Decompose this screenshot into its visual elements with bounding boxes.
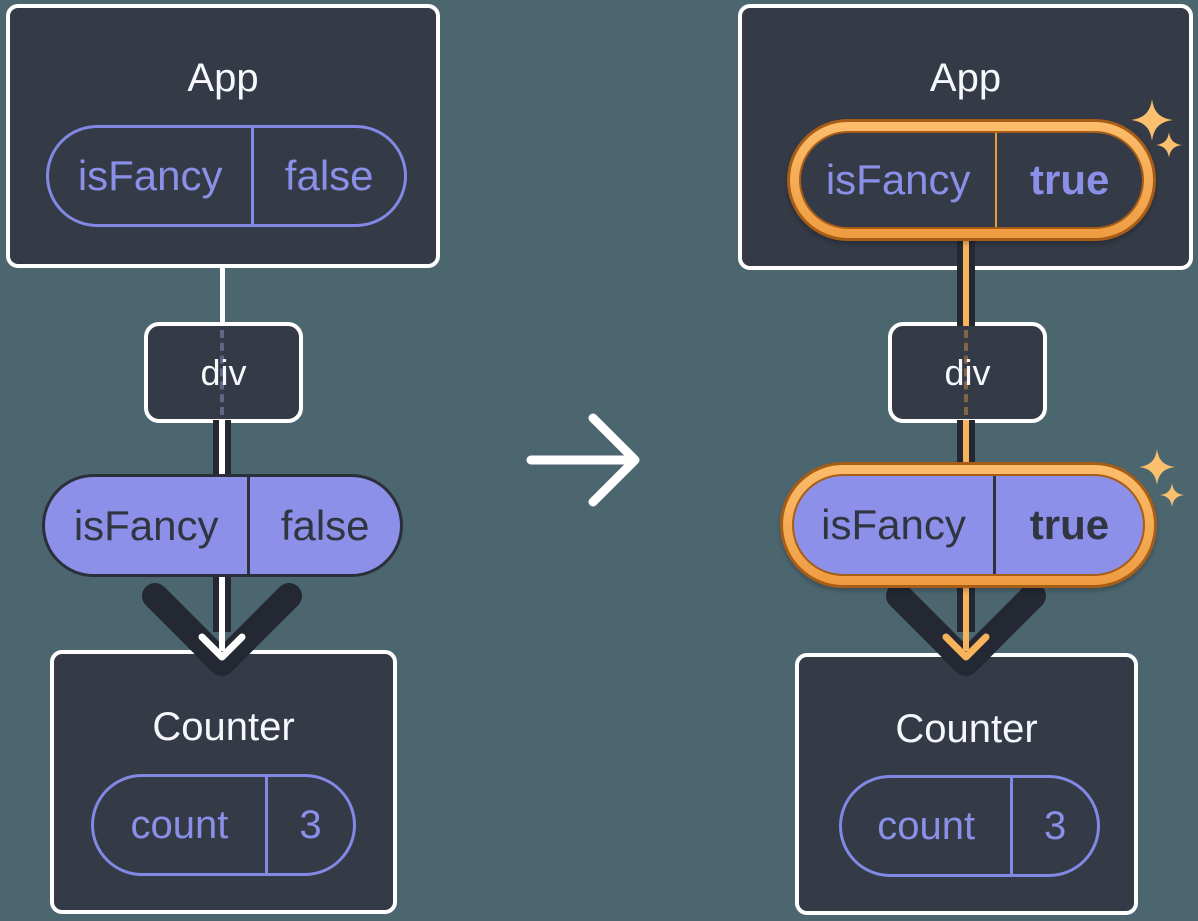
highlighted-passed-prop-pill: isFancy true: [780, 462, 1157, 588]
state-value-label: 3: [1010, 778, 1097, 874]
connector-through-div: [220, 330, 224, 415]
prop-name-label: isFancy: [77, 152, 223, 199]
right-arrow-icon: [526, 413, 640, 507]
counter-title: Counter: [152, 705, 295, 749]
prop-value-label: false: [247, 477, 400, 574]
counter-state-pill: count 3: [91, 774, 356, 876]
prop-name-label: isFancy: [821, 501, 966, 548]
div-element-card: div: [144, 322, 303, 423]
sparkle-icon: [1160, 483, 1184, 507]
prop-name-label: isFancy: [73, 501, 219, 549]
connector-through-div: [964, 330, 968, 415]
sparkle-icon: [1131, 99, 1173, 141]
counter-component-card: Counter count 3: [50, 650, 397, 914]
highlighted-app-prop-pill: isFancy true: [787, 119, 1156, 241]
counter-component-card: Counter count 3: [795, 653, 1138, 915]
app-component-card: App isFancy true: [738, 4, 1193, 270]
state-name-label: count: [130, 802, 229, 847]
prop-name-label: isFancy: [825, 156, 971, 203]
app-title: App: [187, 56, 259, 100]
prop-value-label: true: [995, 133, 1142, 227]
state-value-label: 3: [264, 777, 353, 873]
sparkle-icon: [1156, 132, 1182, 158]
app-component-card: App isFancy false: [6, 4, 440, 268]
counter-title: Counter: [895, 707, 1038, 751]
app-prop-pill: isFancy false: [46, 125, 407, 227]
prop-value-label: false: [251, 128, 404, 224]
prop-value-label: true: [992, 476, 1143, 574]
state-name-label: count: [877, 803, 976, 848]
sparkle-icon: [1139, 449, 1175, 485]
div-label: div: [200, 352, 247, 393]
connector-app-to-div: [220, 266, 225, 326]
div-element-card: div: [888, 322, 1047, 423]
counter-state-pill: count 3: [839, 775, 1100, 877]
app-title: App: [929, 56, 1002, 100]
passed-prop-pill: isFancy false: [42, 474, 403, 577]
connector-app-to-div-highlight: [963, 230, 969, 326]
div-label: div: [944, 352, 991, 393]
